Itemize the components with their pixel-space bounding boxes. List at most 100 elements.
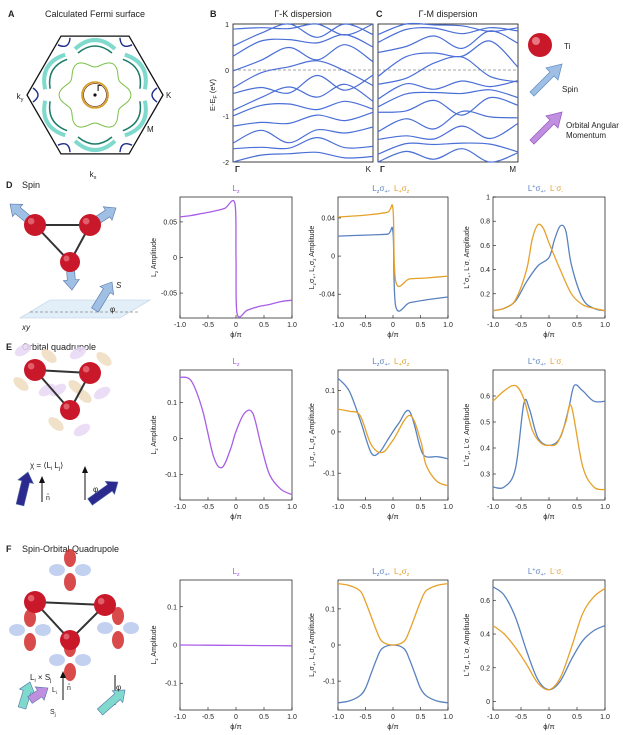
- plot-title-a: Lzσ+,: [372, 567, 390, 578]
- x-tick-label: -0.5: [359, 714, 371, 721]
- Li-label: Li: [52, 687, 57, 696]
- corner-pocket: [57, 142, 71, 153]
- band-line: [377, 27, 519, 43]
- orbital-lobe: [13, 377, 29, 391]
- x-tick-label: 1.0: [600, 322, 610, 329]
- x-axis-label: ϕ/π: [230, 722, 241, 731]
- kx-label: kx: [90, 170, 97, 181]
- band-line: [377, 148, 519, 163]
- x-tick-label: 0: [234, 322, 238, 329]
- corner-pocket: [57, 37, 71, 48]
- series-line-blue: [337, 377, 449, 460]
- fermi-title: Calculated Fermi surface: [45, 9, 145, 19]
- orbital-lobe: [64, 573, 76, 591]
- orbital-lobe: [14, 343, 32, 357]
- pocket-outer: [124, 100, 148, 138]
- n-label: n̂: [46, 494, 50, 502]
- series-line-lz: [179, 199, 293, 318]
- n-axis-2-head: [82, 466, 88, 473]
- x-tick-label: 1.0: [443, 322, 453, 329]
- y-axis-label: Lz Amplitude: [151, 238, 160, 277]
- orbital-lobe: [24, 609, 36, 627]
- ti-atom: [94, 594, 116, 616]
- x-tick-label: 0: [391, 714, 395, 721]
- arrow-shape: [91, 281, 115, 313]
- k-end: K: [366, 165, 372, 174]
- x-axis-label: ϕ/π: [543, 512, 554, 521]
- series-line-blue: [492, 384, 606, 489]
- y-tick-label: 0: [331, 429, 335, 436]
- y-axis-label: Lz Amplitude: [151, 415, 160, 454]
- chi-arrow: [15, 471, 34, 507]
- ti-legend-label: Ti: [564, 42, 571, 51]
- series-line-blue: [337, 644, 449, 704]
- gamma-pocket-inner: [83, 83, 107, 107]
- panel-letter-C: C: [376, 9, 383, 19]
- gamma-point: [93, 93, 97, 97]
- x-tick-label: -1.0: [332, 714, 344, 721]
- plot-title-b: L+σz: [394, 357, 410, 368]
- x-tick-label: 1.0: [600, 714, 610, 721]
- x-tick-label: 0: [547, 714, 551, 721]
- x-axis-label: ϕ/π: [230, 512, 241, 521]
- dispersion-frame: [232, 23, 374, 163]
- band-line: [232, 136, 374, 150]
- y-tick-label: 0.3: [480, 472, 490, 479]
- pocket-mid: [48, 101, 68, 132]
- x-axis-label: ϕ/π: [543, 722, 554, 731]
- x-axis-label: ϕ/π: [387, 722, 398, 731]
- plot-title-b: L-σ-: [550, 567, 563, 578]
- x-tick-label: -0.5: [515, 504, 527, 511]
- spin-arrow-icon: [529, 63, 563, 97]
- phi-label-3: φ: [116, 683, 121, 692]
- panel-letter-F: F: [6, 544, 12, 554]
- xy-plane: [18, 299, 152, 319]
- ti-atom-highlight: [27, 594, 35, 602]
- y-tick-label: 0.2: [480, 291, 490, 298]
- n-axis-3-head: [60, 671, 66, 678]
- y-axis-label: L+σ+, L-σ- Amplitude: [463, 614, 473, 677]
- y-tick-label: 0.6: [480, 394, 490, 401]
- arrow-shape: [15, 471, 34, 507]
- y-tick-label: -0.04: [319, 292, 335, 299]
- x-tick-label: 1.0: [287, 322, 297, 329]
- band-line: [377, 80, 519, 100]
- y-tick-label: 0.1: [167, 400, 177, 407]
- energy-tick: -1: [223, 114, 229, 121]
- panel-letter-D: D: [6, 180, 13, 190]
- x-tick-label: 0: [234, 714, 238, 721]
- band-line: [377, 110, 519, 133]
- x-tick-label: 0.5: [416, 714, 426, 721]
- y-tick-label: 0.6: [480, 243, 490, 250]
- phi-label-2: φ: [93, 485, 98, 494]
- pocket-outer: [124, 52, 148, 90]
- orbital-lobe: [24, 633, 36, 651]
- dispersion-title: Γ-K dispersion: [274, 9, 331, 19]
- ti-highlight: [532, 37, 540, 45]
- panel-letter-E: E: [6, 342, 12, 352]
- dispersion-title: Γ-M dispersion: [419, 9, 478, 19]
- cross-label: Li × Sj: [30, 673, 51, 684]
- series-line-orange: [492, 223, 606, 312]
- orbital-lobe: [97, 622, 113, 634]
- x-tick-label: 0.5: [572, 714, 582, 721]
- y-tick-label: -0.1: [323, 679, 335, 686]
- y-tick-label: 0.4: [480, 267, 490, 274]
- arrow-shape: [96, 689, 126, 716]
- orbital-lobe: [48, 417, 64, 431]
- y-tick-label: 0.2: [480, 665, 490, 672]
- ti-atom-highlight: [27, 217, 35, 225]
- sj-arrow-2: [96, 689, 126, 716]
- ti-atom: [24, 214, 46, 236]
- plot-frame: [337, 369, 449, 501]
- band-line: [232, 83, 374, 112]
